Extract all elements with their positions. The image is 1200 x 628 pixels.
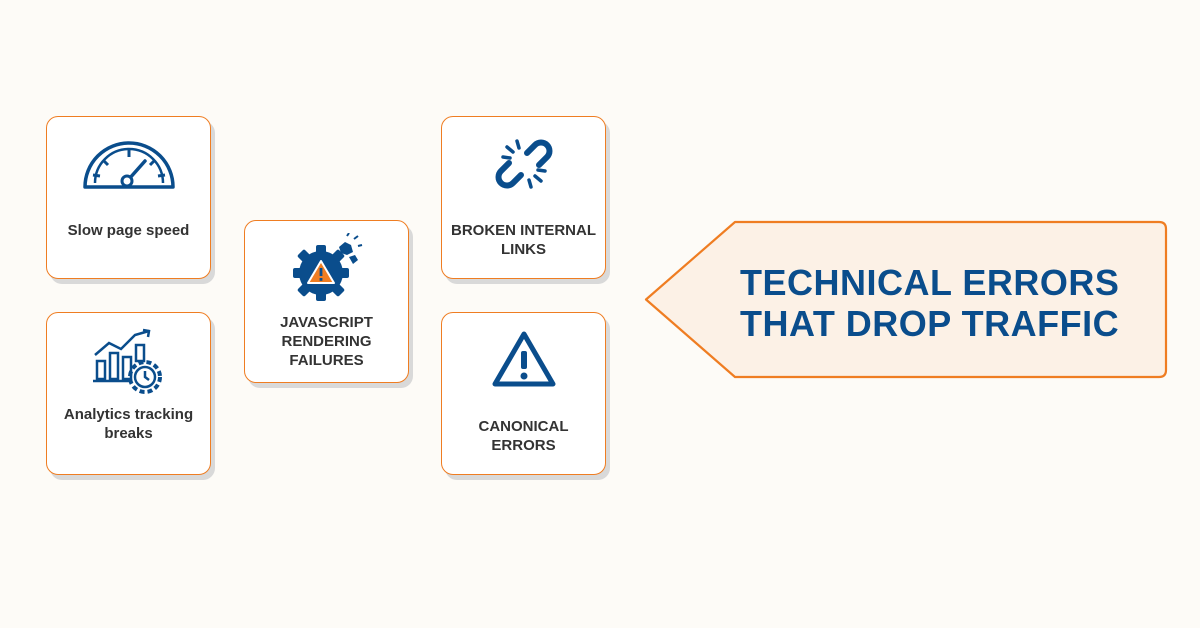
card-javascript-rendering-failures: JAVASCRIPT RENDERING FAILURES bbox=[244, 220, 409, 383]
broken-link-icon bbox=[442, 133, 605, 195]
speedometer-icon bbox=[47, 141, 210, 191]
card-slow-page-speed: Slow page speed bbox=[46, 116, 211, 279]
callout-title-line-1: TECHNICAL ERRORS bbox=[740, 262, 1120, 303]
card-label: BROKEN INTERNAL LINKS bbox=[451, 222, 596, 258]
callout-title-line-2: THAT DROP TRAFFIC bbox=[740, 303, 1120, 344]
warning-triangle-icon bbox=[442, 329, 605, 389]
card-label: Slow page speed bbox=[67, 222, 190, 239]
card-label: Analytics tracking breaks bbox=[63, 406, 194, 442]
card-label: CANONICAL ERRORS bbox=[478, 418, 569, 454]
card-canonical-errors: CANONICAL ERRORS bbox=[441, 312, 606, 475]
card-analytics-tracking-breaks: Analytics tracking breaks bbox=[46, 312, 211, 475]
gear-warning-icon bbox=[245, 233, 408, 303]
callout-title: TECHNICAL ERRORS THAT DROP TRAFFIC bbox=[740, 262, 1160, 344]
card-label: JAVASCRIPT RENDERING FAILURES bbox=[280, 314, 373, 369]
callout-arrow-shape bbox=[644, 220, 1168, 379]
card-broken-internal-links: BROKEN INTERNAL LINKS bbox=[441, 116, 606, 279]
analytics-chart-clock-icon bbox=[47, 327, 210, 399]
